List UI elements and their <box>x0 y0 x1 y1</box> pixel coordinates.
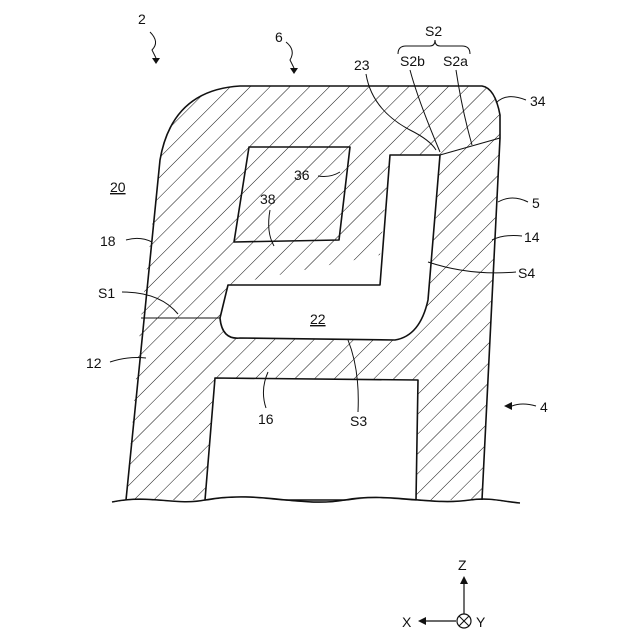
leader-4 <box>512 404 536 406</box>
brace-s2 <box>398 40 470 54</box>
label-12: 12 <box>86 355 102 371</box>
leader-14 <box>492 236 522 241</box>
label-22: 22 <box>310 311 326 327</box>
leader-2 <box>150 32 156 58</box>
leader-6 <box>286 42 294 68</box>
leader-5 <box>498 198 528 202</box>
label-2: 2 <box>138 11 146 27</box>
arrow-4 <box>504 402 512 410</box>
label-38: 38 <box>260 191 276 207</box>
label-16: 16 <box>258 411 274 427</box>
axis-label-y: Y <box>476 614 486 630</box>
label-s1: S1 <box>98 285 115 301</box>
z-arrowhead <box>460 576 468 584</box>
label-s2: S2 <box>425 23 442 39</box>
arrow-6 <box>290 68 298 74</box>
label-23: 23 <box>354 57 370 73</box>
label-20: 20 <box>110 179 126 195</box>
leader-18 <box>126 238 152 242</box>
x-arrowhead <box>418 617 426 625</box>
axis-indicator: Z X Y <box>402 557 486 630</box>
axis-label-z: Z <box>458 557 467 573</box>
leader-34 <box>496 97 526 103</box>
label-18: 18 <box>100 233 116 249</box>
label-4: 4 <box>540 399 548 415</box>
label-s3: S3 <box>350 413 367 429</box>
arrow-2 <box>152 58 160 64</box>
label-5: 5 <box>532 195 540 211</box>
label-36: 36 <box>294 167 310 183</box>
label-s2b: S2b <box>400 53 425 69</box>
label-14: 14 <box>524 229 540 245</box>
label-s2a: S2a <box>443 53 468 69</box>
label-34: 34 <box>530 93 546 109</box>
label-6: 6 <box>275 29 283 45</box>
opening-16 <box>205 378 418 500</box>
axis-label-x: X <box>402 614 412 630</box>
label-s4: S4 <box>518 265 535 281</box>
